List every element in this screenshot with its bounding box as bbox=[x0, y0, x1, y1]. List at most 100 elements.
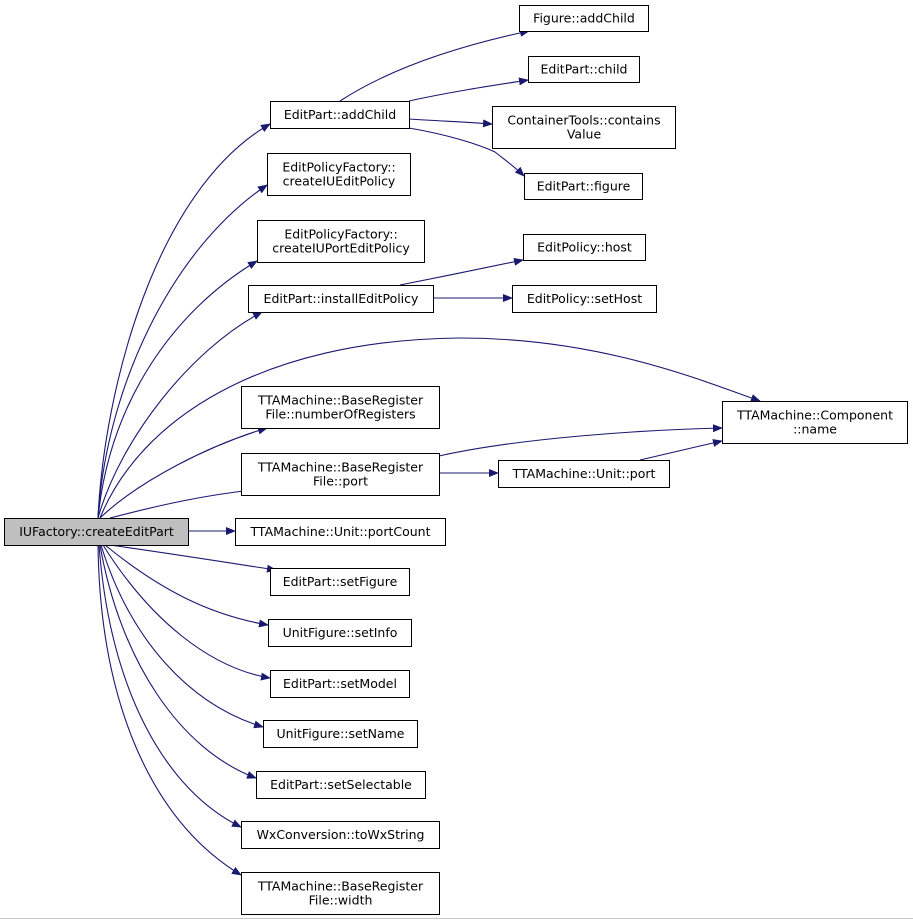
node-label: EditPart::figure bbox=[537, 179, 631, 194]
node-ep-setfigure[interactable]: EditPart::setFigure bbox=[270, 568, 410, 596]
node-box bbox=[492, 106, 676, 149]
node-epf-create-port[interactable]: EditPolicyFactory::createIUPortEditPolic… bbox=[257, 220, 425, 263]
node-box bbox=[256, 771, 426, 799]
node-comp-name[interactable]: TTAMachine::Component::name bbox=[722, 401, 908, 444]
node-box bbox=[498, 460, 670, 488]
node-brf-numregs[interactable]: TTAMachine::BaseRegisterFile::numberOfRe… bbox=[241, 386, 440, 429]
node-label: TTAMachine::Component bbox=[736, 408, 893, 423]
node-label: EditPart::installEditPolicy bbox=[264, 291, 419, 306]
node-label: ::name bbox=[793, 422, 837, 437]
node-label: File::port bbox=[313, 474, 368, 489]
node-ep-setmodel[interactable]: EditPart::setModel bbox=[270, 670, 410, 698]
node-box bbox=[519, 5, 649, 32]
node-label: IUFactory::createEditPart bbox=[19, 524, 174, 539]
node-box bbox=[4, 518, 189, 546]
edge-ep-install-to-epol-host bbox=[399, 257, 524, 286]
node-label: WxConversion::toWxString bbox=[257, 827, 425, 842]
node-label: createIUEditPolicy bbox=[283, 174, 396, 189]
edge-root-to-ep-setselectable bbox=[99, 544, 257, 779]
edge-ep-addchild-to-ep-child bbox=[408, 77, 529, 102]
bottom-divider bbox=[0, 918, 913, 919]
node-box bbox=[270, 101, 410, 129]
edge-ep-addchild-to-ct-contains bbox=[408, 118, 493, 128]
node-label: ContainerTools::contains bbox=[507, 113, 660, 128]
node-box bbox=[528, 56, 640, 83]
node-box bbox=[267, 153, 411, 196]
edge-ep-addchild-to-ep-figure bbox=[408, 127, 525, 177]
node-root[interactable]: IUFactory::createEditPart bbox=[4, 518, 189, 546]
edge-root-to-uf-setinfo bbox=[104, 544, 269, 628]
node-label: EditPart::addChild bbox=[284, 107, 396, 122]
node-ep-figure[interactable]: EditPart::figure bbox=[524, 173, 643, 200]
node-epf-create-iu[interactable]: EditPolicyFactory::createIUEditPolicy bbox=[267, 153, 411, 196]
function-nodes: IUFactory::createEditPart Figure::addChil… bbox=[4, 5, 908, 915]
node-fig-addchild[interactable]: Figure::addChild bbox=[519, 5, 649, 32]
node-box bbox=[241, 386, 440, 429]
node-label: EditPart::setSelectable bbox=[270, 777, 412, 792]
edge-root-to-epf-create-iu bbox=[97, 184, 268, 519]
edge-root-to-ep-setfigure bbox=[109, 544, 277, 573]
node-wx-towx[interactable]: WxConversion::toWxString bbox=[241, 821, 440, 849]
node-epol-host[interactable]: EditPolicy::host bbox=[523, 234, 646, 261]
node-uf-setinfo[interactable]: UnitFigure::setInfo bbox=[268, 619, 412, 647]
node-box bbox=[263, 720, 418, 748]
edge-brf-port-to-comp-name bbox=[438, 424, 723, 457]
node-label: TTAMachine::BaseRegister bbox=[257, 393, 424, 408]
edge-root-to-ep-addchild bbox=[97, 123, 271, 519]
edge-root-to-wx-towx bbox=[98, 544, 242, 828]
node-epol-sethost[interactable]: EditPolicy::setHost bbox=[512, 285, 657, 313]
node-box bbox=[270, 670, 410, 698]
edge-root-to-brf-width bbox=[97, 544, 242, 876]
node-label: TTAMachine::Unit::portCount bbox=[250, 524, 431, 539]
node-box bbox=[235, 518, 446, 546]
edge-ep-addchild-to-fig-addchild bbox=[339, 28, 530, 102]
node-ep-install[interactable]: EditPart::installEditPolicy bbox=[248, 285, 434, 313]
node-label: TTAMachine::Unit::port bbox=[512, 466, 656, 481]
call-edges bbox=[97, 28, 761, 876]
edge-root-to-ep-install bbox=[97, 311, 263, 519]
node-label: createIUPortEditPolicy bbox=[272, 241, 410, 256]
node-box bbox=[241, 872, 440, 915]
node-label: UnitFigure::setInfo bbox=[283, 625, 398, 640]
node-box bbox=[524, 173, 643, 200]
edge-root-to-ep-setmodel bbox=[102, 544, 271, 681]
node-label: Figure::addChild bbox=[533, 11, 635, 26]
edge-root-to-brf-port bbox=[109, 486, 254, 519]
node-ep-setselectable[interactable]: EditPart::setSelectable bbox=[256, 771, 426, 799]
node-label: TTAMachine::BaseRegister bbox=[257, 460, 424, 475]
node-box bbox=[270, 568, 410, 596]
node-box bbox=[241, 453, 440, 496]
node-label: EditPolicy::host bbox=[537, 240, 632, 255]
node-label: UnitFigure::setName bbox=[276, 726, 404, 741]
node-box bbox=[241, 821, 440, 849]
node-unit-port[interactable]: TTAMachine::Unit::port bbox=[498, 460, 670, 488]
node-box bbox=[523, 234, 646, 261]
node-label: EditPolicyFactory:: bbox=[282, 160, 395, 175]
node-box bbox=[722, 401, 908, 444]
node-box bbox=[512, 285, 657, 313]
edge-unit-port-to-comp-name bbox=[639, 439, 723, 461]
edge-root-to-uf-setname bbox=[100, 544, 264, 729]
node-uf-setname[interactable]: UnitFigure::setName bbox=[263, 720, 418, 748]
node-box bbox=[248, 285, 434, 313]
node-box bbox=[257, 220, 425, 263]
node-ep-addchild[interactable]: EditPart::addChild bbox=[270, 101, 410, 129]
edge-root-to-brf-numregs bbox=[99, 426, 268, 519]
node-label: File::numberOfRegisters bbox=[265, 407, 415, 422]
node-label: File::width bbox=[309, 893, 373, 908]
node-label: EditPart::setModel bbox=[283, 676, 397, 691]
edge-root-to-comp-name bbox=[99, 337, 761, 519]
node-label: EditPolicyFactory:: bbox=[284, 227, 397, 242]
node-unit-portcount[interactable]: TTAMachine::Unit::portCount bbox=[235, 518, 446, 546]
node-label: EditPolicy::setHost bbox=[527, 291, 642, 306]
node-ep-child[interactable]: EditPart::child bbox=[528, 56, 640, 83]
edge-root-to-epf-create-port bbox=[97, 260, 258, 519]
node-label: Value bbox=[567, 127, 602, 142]
node-label: EditPart::setFigure bbox=[283, 574, 398, 589]
node-label: EditPart::child bbox=[541, 62, 628, 77]
node-box bbox=[268, 619, 412, 647]
